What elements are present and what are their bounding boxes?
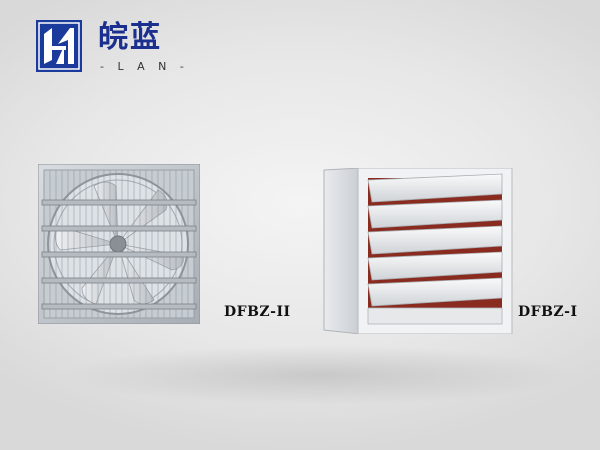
brand-subtitle: - L A N - bbox=[100, 60, 189, 73]
product-image-fan-dfbz-i bbox=[323, 168, 513, 334]
brand-logo-icon bbox=[36, 20, 82, 72]
brand-name: 皖蓝 bbox=[98, 20, 162, 55]
product-model-label: DFBZ-II bbox=[224, 304, 291, 320]
product-model-label: DFBZ-I bbox=[518, 304, 578, 320]
product-image-fan-dfbz-ii bbox=[38, 164, 200, 324]
floor-shadow bbox=[60, 345, 580, 405]
